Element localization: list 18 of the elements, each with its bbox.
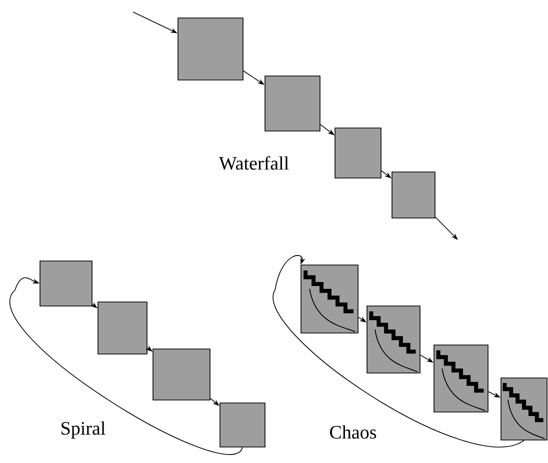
arrow (435, 216, 458, 240)
process-box (220, 402, 266, 448)
arrow (273, 255, 524, 447)
process-box (152, 348, 210, 400)
process-box (434, 344, 488, 412)
process-box (178, 18, 244, 80)
arrow (9, 277, 243, 454)
process-box (300, 264, 358, 334)
process-box (40, 260, 92, 306)
diagram-label: Spiral (62, 421, 106, 439)
process-box (392, 172, 436, 218)
process-box (264, 76, 320, 132)
process-box (500, 378, 548, 440)
process-box (334, 128, 382, 178)
process-box (366, 306, 420, 374)
diagram-label: Chaos (330, 425, 376, 439)
diagram-label: Waterfall (218, 156, 289, 170)
process-box (98, 302, 148, 354)
